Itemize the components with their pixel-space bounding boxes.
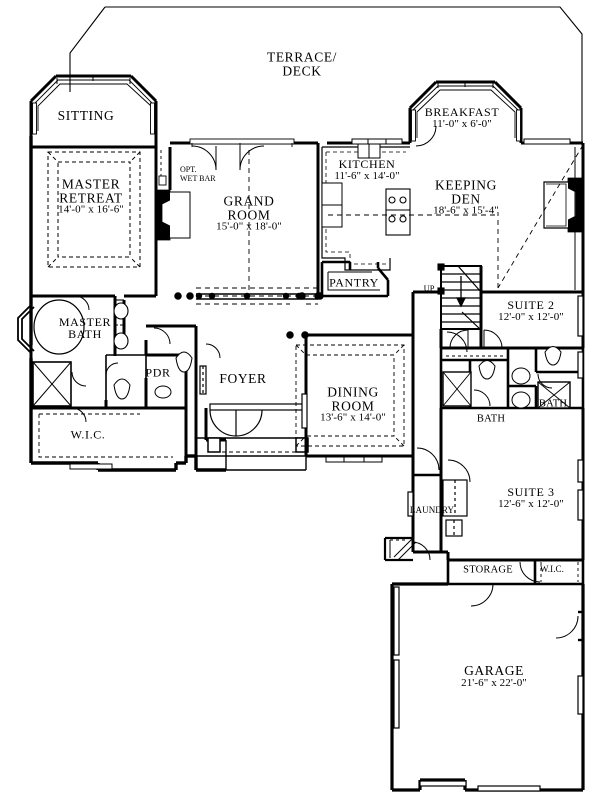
suite-2-door-swing	[446, 331, 468, 353]
kitchen-cabinets	[321, 182, 343, 228]
foyer-sidelights	[199, 365, 207, 395]
keeping-den-fireplace	[543, 177, 584, 233]
master-bath-tub	[33, 299, 85, 355]
suite-3-windows	[577, 459, 584, 521]
master-wic-shelving	[38, 413, 173, 458]
kitchen-window	[351, 138, 403, 145]
bath-2-toilet	[478, 360, 496, 380]
suite-3-walls	[411, 408, 585, 562]
terrace-deck-outline	[69, 6, 583, 145]
master-toilet	[113, 378, 131, 400]
foyer-entry-doors	[209, 403, 307, 437]
pantry-shelves	[327, 271, 380, 291]
grand-room-french-door-swings	[191, 145, 265, 171]
bath-sink-b	[511, 391, 531, 409]
grand-room-ceiling-lines	[196, 150, 318, 297]
garage-walls	[390, 582, 585, 792]
grand-room-door-opening	[189, 138, 295, 147]
pantry-walls	[320, 260, 390, 298]
laundry-door-swing	[416, 447, 440, 471]
sitting-bay-window-mullions	[56, 76, 131, 84]
breakfast-door-swing	[415, 125, 437, 147]
sitting-bay-windows	[32, 79, 155, 135]
dining-room-column-dots	[286, 331, 309, 339]
storage-wic-walls	[446, 560, 585, 586]
service-entry-stair-lines	[389, 538, 417, 561]
master-bath-bay-window	[17, 304, 35, 354]
dining-room-tray-ceiling	[295, 344, 405, 447]
dining-room-walls	[304, 333, 415, 458]
master-bath-shower	[32, 361, 72, 407]
master-wic-window	[69, 463, 113, 470]
pdr-sink	[154, 385, 172, 399]
bath-3-window	[577, 351, 584, 379]
staircase-arrow	[455, 276, 467, 308]
master-bath-vanity	[113, 299, 129, 350]
pdr-toilet	[175, 351, 193, 373]
bath-3-shower	[537, 381, 571, 409]
breakfast-bay-windows	[411, 85, 521, 142]
breakfast-bay-walls	[408, 80, 583, 145]
suite-2-walls	[411, 266, 585, 350]
wic-suite3-shelf	[540, 562, 579, 582]
keeping-den-window-top	[523, 138, 571, 145]
keeping-den-ceiling-lines	[328, 144, 584, 289]
dining-room-tray-corners	[295, 344, 405, 447]
wic-suite3-door-swing	[519, 561, 541, 583]
structural-column-dots	[174, 292, 322, 300]
master-wic-walls	[106, 406, 188, 463]
wet-bar-sink	[158, 175, 167, 186]
bath-2-shower	[442, 371, 472, 407]
front-porch	[196, 404, 307, 471]
laundry-window	[407, 491, 414, 517]
bath-sink-a	[511, 367, 531, 385]
laundry-appliances	[442, 479, 468, 537]
sitting-bay-walls	[29, 74, 158, 149]
dining-room-left-window	[301, 393, 308, 429]
service-entry-stair	[383, 536, 413, 562]
dining-room-window	[325, 456, 383, 463]
foyer-columns	[195, 292, 303, 300]
grand-room-fireplace	[155, 189, 191, 241]
suite-2-window	[577, 295, 584, 337]
foyer-closet-door	[205, 343, 221, 359]
breakfast-window-mullions	[437, 82, 494, 88]
garage-entry-jamb	[578, 610, 583, 642]
master-retreat-tray-corners	[47, 151, 141, 268]
suite-3-door-swing	[447, 459, 471, 483]
storage-door-swing	[470, 583, 494, 607]
bath-3-toilet	[544, 346, 562, 366]
master-retreat-tray-ceiling	[47, 151, 141, 268]
master-bath-water-closet	[105, 354, 147, 400]
service-door-swing	[411, 541, 431, 561]
ceiling-beam-dashed	[196, 287, 318, 305]
garage-entry-door-swing	[555, 615, 579, 639]
pdr-door-swing	[153, 327, 171, 345]
bath-double-doors	[449, 329, 503, 349]
bath-door-swings	[473, 373, 553, 407]
kitchen-range	[385, 188, 411, 236]
staircase-newel	[437, 263, 445, 295]
master-bath-doors	[71, 295, 119, 423]
garage-doors	[393, 586, 584, 792]
